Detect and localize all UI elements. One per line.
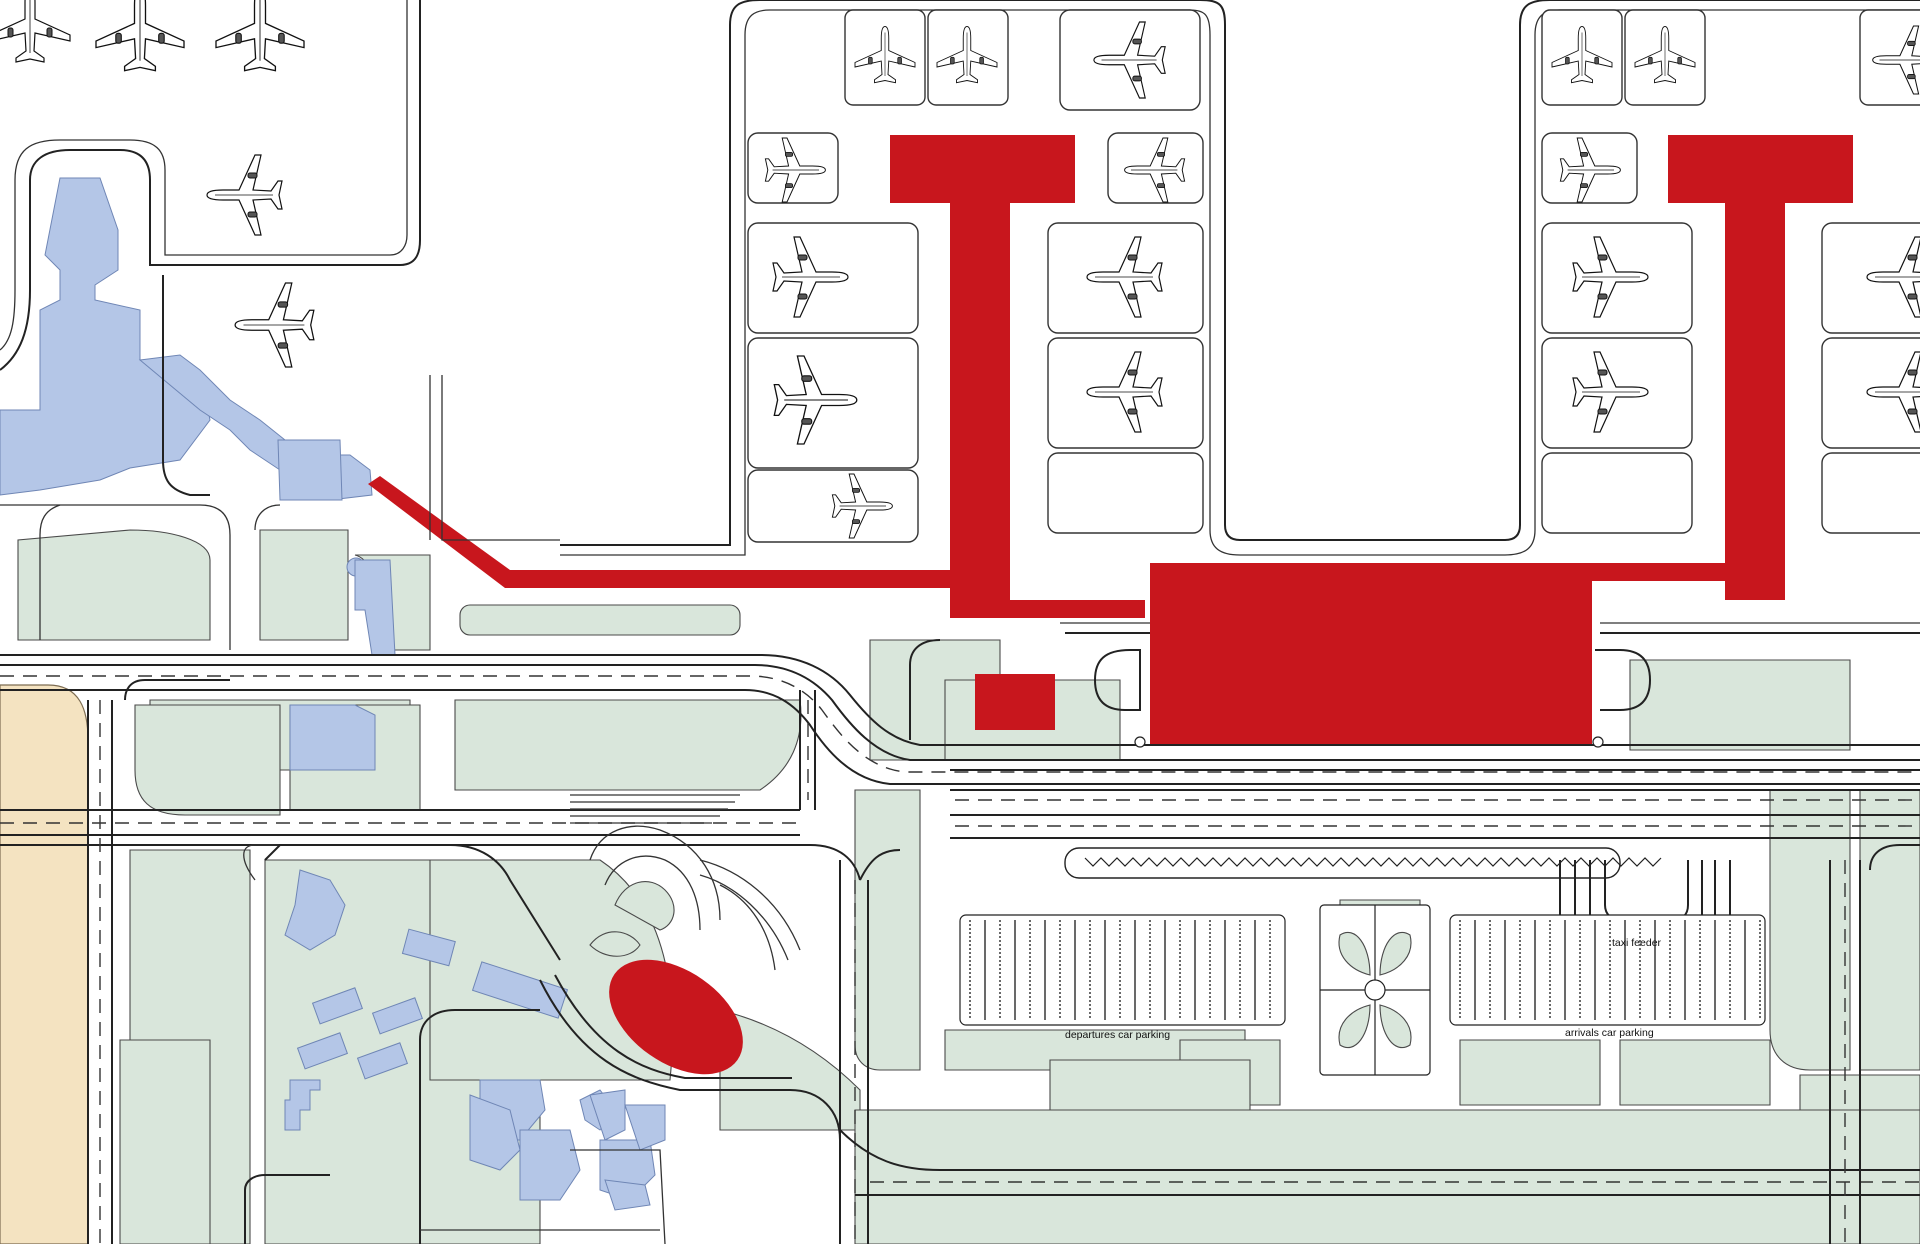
arrivals-car-parking-label: arrivals car parking [1565, 1027, 1654, 1039]
office-park-roads [264, 825, 721, 961]
road-network [0, 654, 1920, 1244]
rail-lines [570, 794, 740, 824]
car-parking-departures [959, 914, 1286, 1026]
zigzag-strip [1064, 847, 1662, 879]
taxi-feeder-label: taxi feeder [1612, 937, 1662, 949]
apron-old-terminal [0, 0, 560, 650]
car-parking-arrivals [1449, 914, 1766, 1026]
terminal-annex-buildings [284, 557, 666, 1211]
sand-area [0, 684, 89, 1244]
forecourt [909, 622, 1920, 748]
departures-car-parking-label: departures car parking [1065, 1029, 1170, 1041]
new-terminal-complex [368, 135, 1853, 1075]
existing-terminal [0, 177, 373, 501]
central-plaza [1319, 904, 1431, 1076]
apron-outline-left [560, 0, 1920, 556]
